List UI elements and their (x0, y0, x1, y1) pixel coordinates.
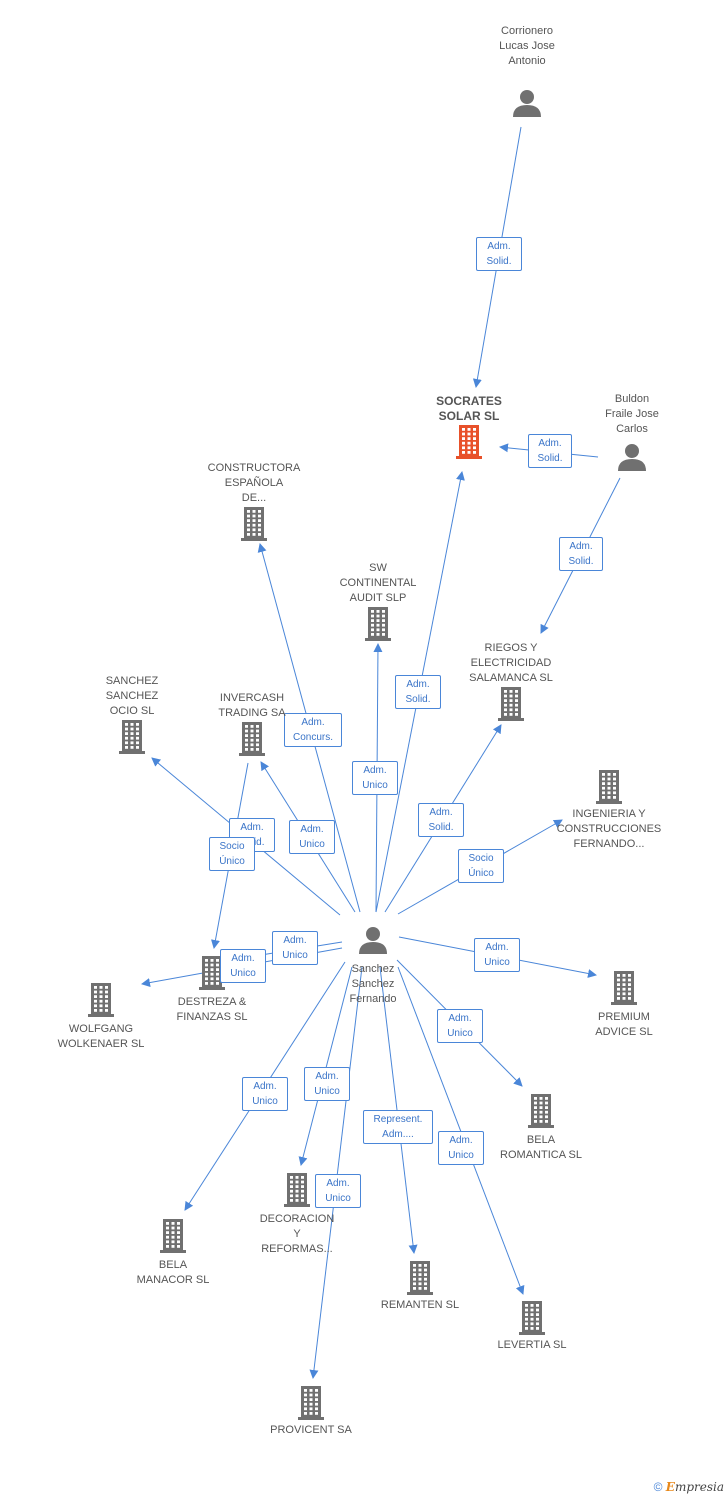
relation-label[interactable]: Socio Único (209, 837, 255, 871)
building-icon[interactable] (160, 1219, 186, 1253)
building-icon[interactable] (239, 722, 265, 756)
node-label-belarom[interactable]: BELA ROMANTICA SL (500, 1134, 582, 1161)
relation-label[interactable]: Adm. Unico (242, 1077, 288, 1111)
relation-label[interactable]: Adm. Unico (474, 938, 520, 972)
building-icon[interactable] (596, 770, 622, 804)
node-label-corrionero[interactable]: Corrionero Lucas Jose Antonio (499, 25, 555, 67)
building-icon[interactable] (241, 507, 267, 541)
building-icon[interactable] (199, 956, 225, 990)
person-icon[interactable] (618, 444, 646, 471)
footer-brand: © Empresia (654, 1480, 724, 1494)
node-label-sw[interactable]: SW CONTINENTAL AUDIT SLP (339, 562, 417, 604)
node-label-sanchez[interactable]: Sanchez Sanchez Fernando (349, 963, 397, 1005)
building-icon[interactable] (88, 983, 114, 1017)
relation-label[interactable]: Represent. Adm.... (363, 1110, 433, 1144)
relation-label[interactable]: Adm. Solid. (528, 434, 572, 468)
node-label-levertia[interactable]: LEVERTIA SL (497, 1339, 567, 1351)
building-icon[interactable] (284, 1173, 310, 1207)
empresia-logo: Empresia (665, 1480, 724, 1494)
building-icon[interactable] (519, 1301, 545, 1335)
node-label-sanchezocio[interactable]: SANCHEZ SANCHEZ OCIO SL (105, 675, 159, 717)
building-icon[interactable] (365, 607, 391, 641)
node-label-ingenieria[interactable]: INGENIERIA Y CONSTRUCCIONES FERNANDO... (556, 808, 662, 850)
building-icon[interactable] (119, 720, 145, 754)
relation-label[interactable]: Adm. Unico (289, 820, 335, 854)
node-label-remanten[interactable]: REMANTEN SL (380, 1299, 460, 1311)
relation-label[interactable]: Adm. Unico (438, 1131, 484, 1165)
node-label-provicent[interactable]: PROVICENT SA (270, 1424, 352, 1436)
node-label-decoracion[interactable]: DECORACION Y REFORMAS... (259, 1213, 335, 1255)
person-icon[interactable] (359, 927, 387, 954)
node-label-invercash[interactable]: INVERCASH TRADING SA (218, 692, 286, 719)
building-icon[interactable] (498, 687, 524, 721)
copyright-symbol: © (653, 1480, 663, 1494)
relation-label[interactable]: Adm. Unico (315, 1174, 361, 1208)
building-icon[interactable] (407, 1261, 433, 1295)
node-label-destreza[interactable]: DESTREZA & FINANZAS SL (176, 996, 248, 1023)
node-label-constructora[interactable]: CONSTRUCTORA ESPAÑOLA DE... (207, 462, 301, 504)
relation-label[interactable]: Adm. Solid. (418, 803, 464, 837)
building-icon[interactable] (611, 971, 637, 1005)
relation-label[interactable]: Adm. Unico (437, 1009, 483, 1043)
edge-sanchez-provicent (309, 966, 363, 1379)
relation-label[interactable]: Adm. Solid. (395, 675, 441, 709)
node-label-buldon[interactable]: Buldon Fraile Jose Carlos (605, 393, 659, 435)
building-icon[interactable] (528, 1094, 554, 1128)
relation-label[interactable]: Adm. Solid. (559, 537, 603, 571)
relation-label[interactable]: Socio Único (458, 849, 504, 883)
person-icon[interactable] (513, 90, 541, 117)
node-label-socrates[interactable]: SOCRATES SOLAR SL (436, 394, 502, 423)
edge-sanchez-levertia (397, 966, 525, 1295)
node-label-premium[interactable]: PREMIUM ADVICE SL (595, 1011, 653, 1038)
relation-label[interactable]: Adm. Unico (304, 1067, 350, 1101)
relation-label[interactable]: Adm. Unico (272, 931, 318, 965)
relation-label[interactable]: Adm. Solid. (476, 237, 522, 271)
relation-label[interactable]: Adm. Unico (352, 761, 398, 795)
relation-label[interactable]: Adm. Concurs. (284, 713, 342, 747)
building-icon[interactable] (456, 425, 482, 459)
node-label-belaman[interactable]: BELA MANACOR SL (136, 1259, 210, 1286)
edge-sanchez-decoracion (298, 966, 353, 1166)
relation-label[interactable]: Adm. Unico (220, 949, 266, 983)
node-label-wolfgang[interactable]: WOLFGANG WOLKENAER SL (57, 1023, 145, 1050)
node-label-riegos[interactable]: RIEGOS Y ELECTRICIDAD SALAMANCA SL (469, 642, 553, 684)
building-icon[interactable] (298, 1386, 324, 1420)
